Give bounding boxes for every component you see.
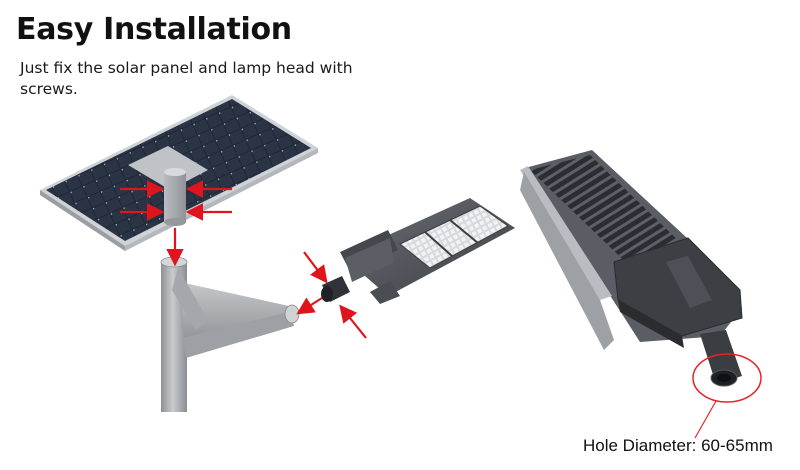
- lamp-head-closeup-icon: [520, 150, 743, 387]
- page-title: Easy Installation: [16, 12, 292, 47]
- lamp-head-icon: [321, 198, 515, 304]
- pole-icon: [160, 256, 300, 412]
- page-subtitle: Just fix the solar panel and lamp head w…: [20, 59, 353, 98]
- callout-leader-line: [694, 400, 717, 439]
- hole-diameter-caption: Hole Diameter: 60-65mm: [583, 436, 773, 455]
- solar-panel-icon: [40, 95, 318, 251]
- arrow-lamp-to-arm: [296, 297, 323, 315]
- arrow-lamp-bottom: [339, 304, 367, 339]
- arrow-icon: [120, 180, 367, 339]
- callout-circle: [692, 353, 762, 403]
- hole-callout: [692, 353, 762, 439]
- arrow-lamp-top: [303, 251, 328, 284]
